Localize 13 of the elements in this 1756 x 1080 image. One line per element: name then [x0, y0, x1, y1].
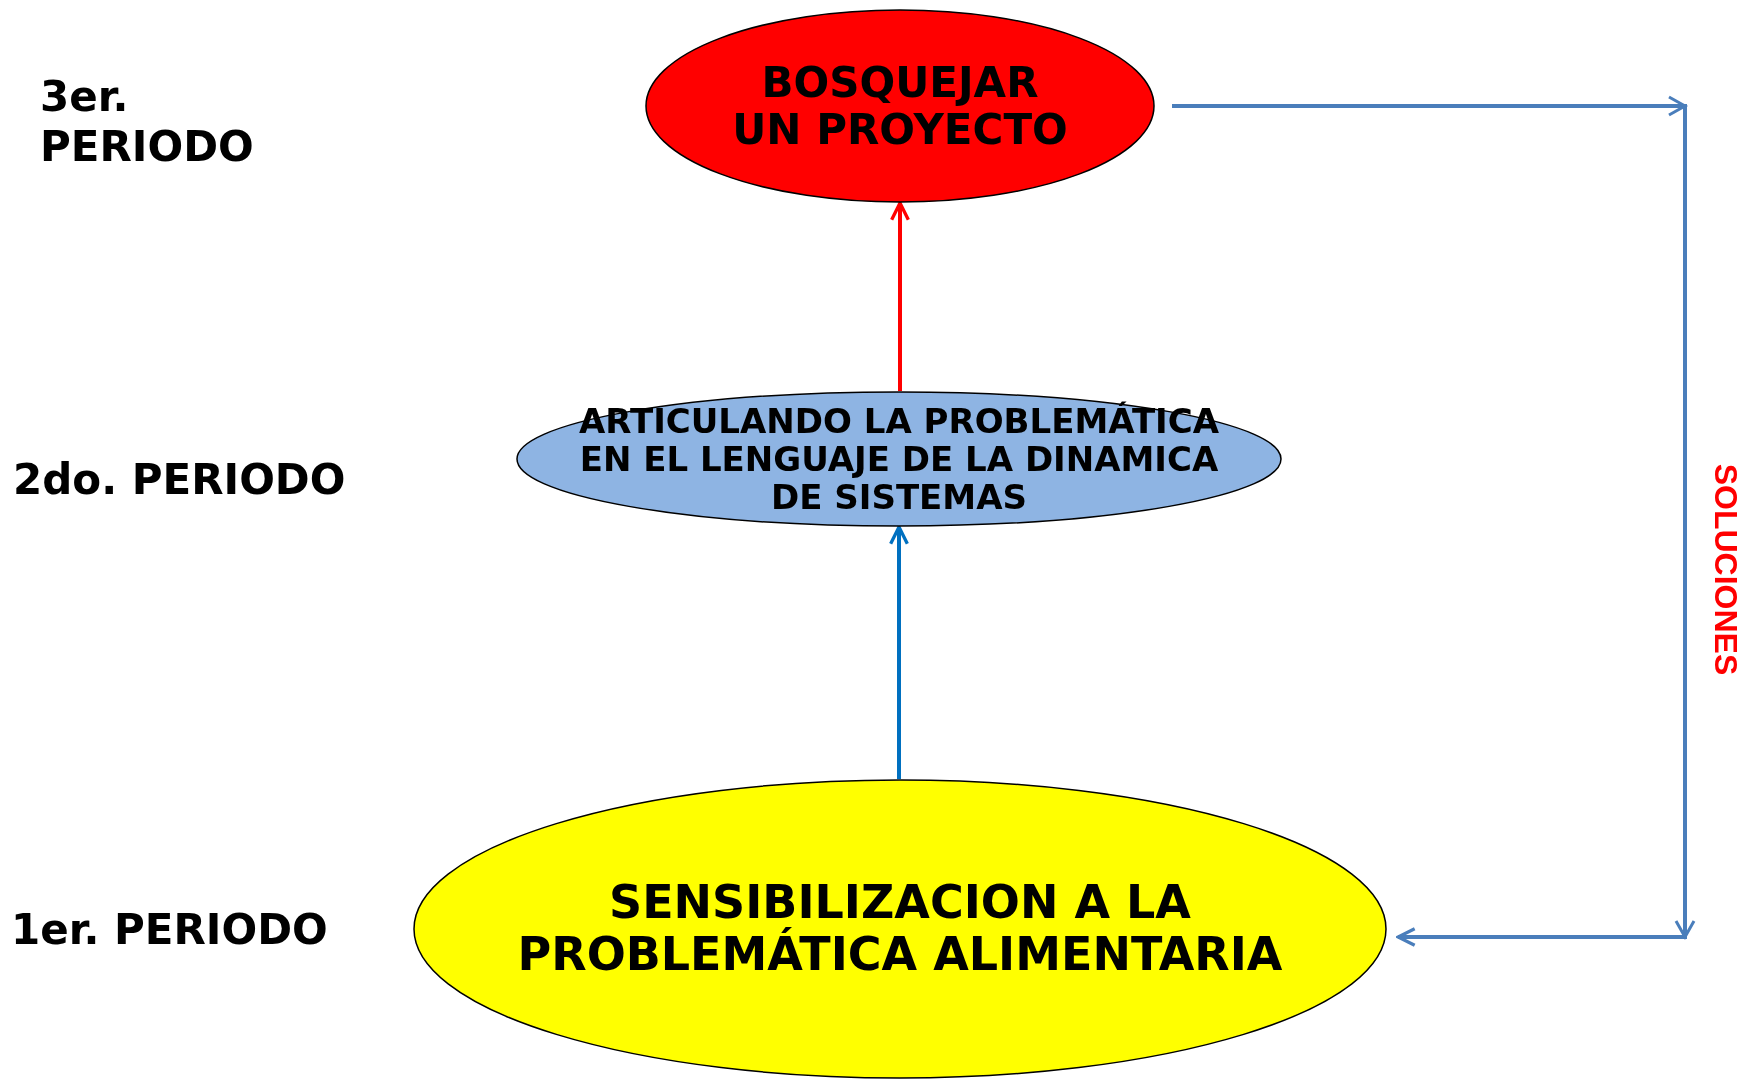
ellipse-node [645, 9, 1155, 203]
period-label: 3er. PERIODO [40, 72, 255, 173]
arrow [1172, 95, 1696, 947]
ellipse-node [516, 391, 1282, 527]
period-label: 1er. PERIODO [11, 905, 329, 956]
arrow [889, 525, 909, 779]
node-text: BOSQUEJAR UN PROYECTO [731, 58, 1069, 154]
period-label: 2do. PERIODO [13, 455, 347, 506]
node-text: SENSIBILIZACION A LA PROBLEMÁTICA ALIMENTARIA [516, 877, 1284, 981]
ellipse-node [413, 779, 1387, 1079]
edge-label: SOLUCIONES [1706, 462, 1744, 678]
arrow [890, 201, 910, 391]
node-text: ARTICULANDO LA PROBLEMÁTICA EN EL LENGUAJE DE LA DINAMICA DE SISTEMAS [578, 401, 1220, 517]
